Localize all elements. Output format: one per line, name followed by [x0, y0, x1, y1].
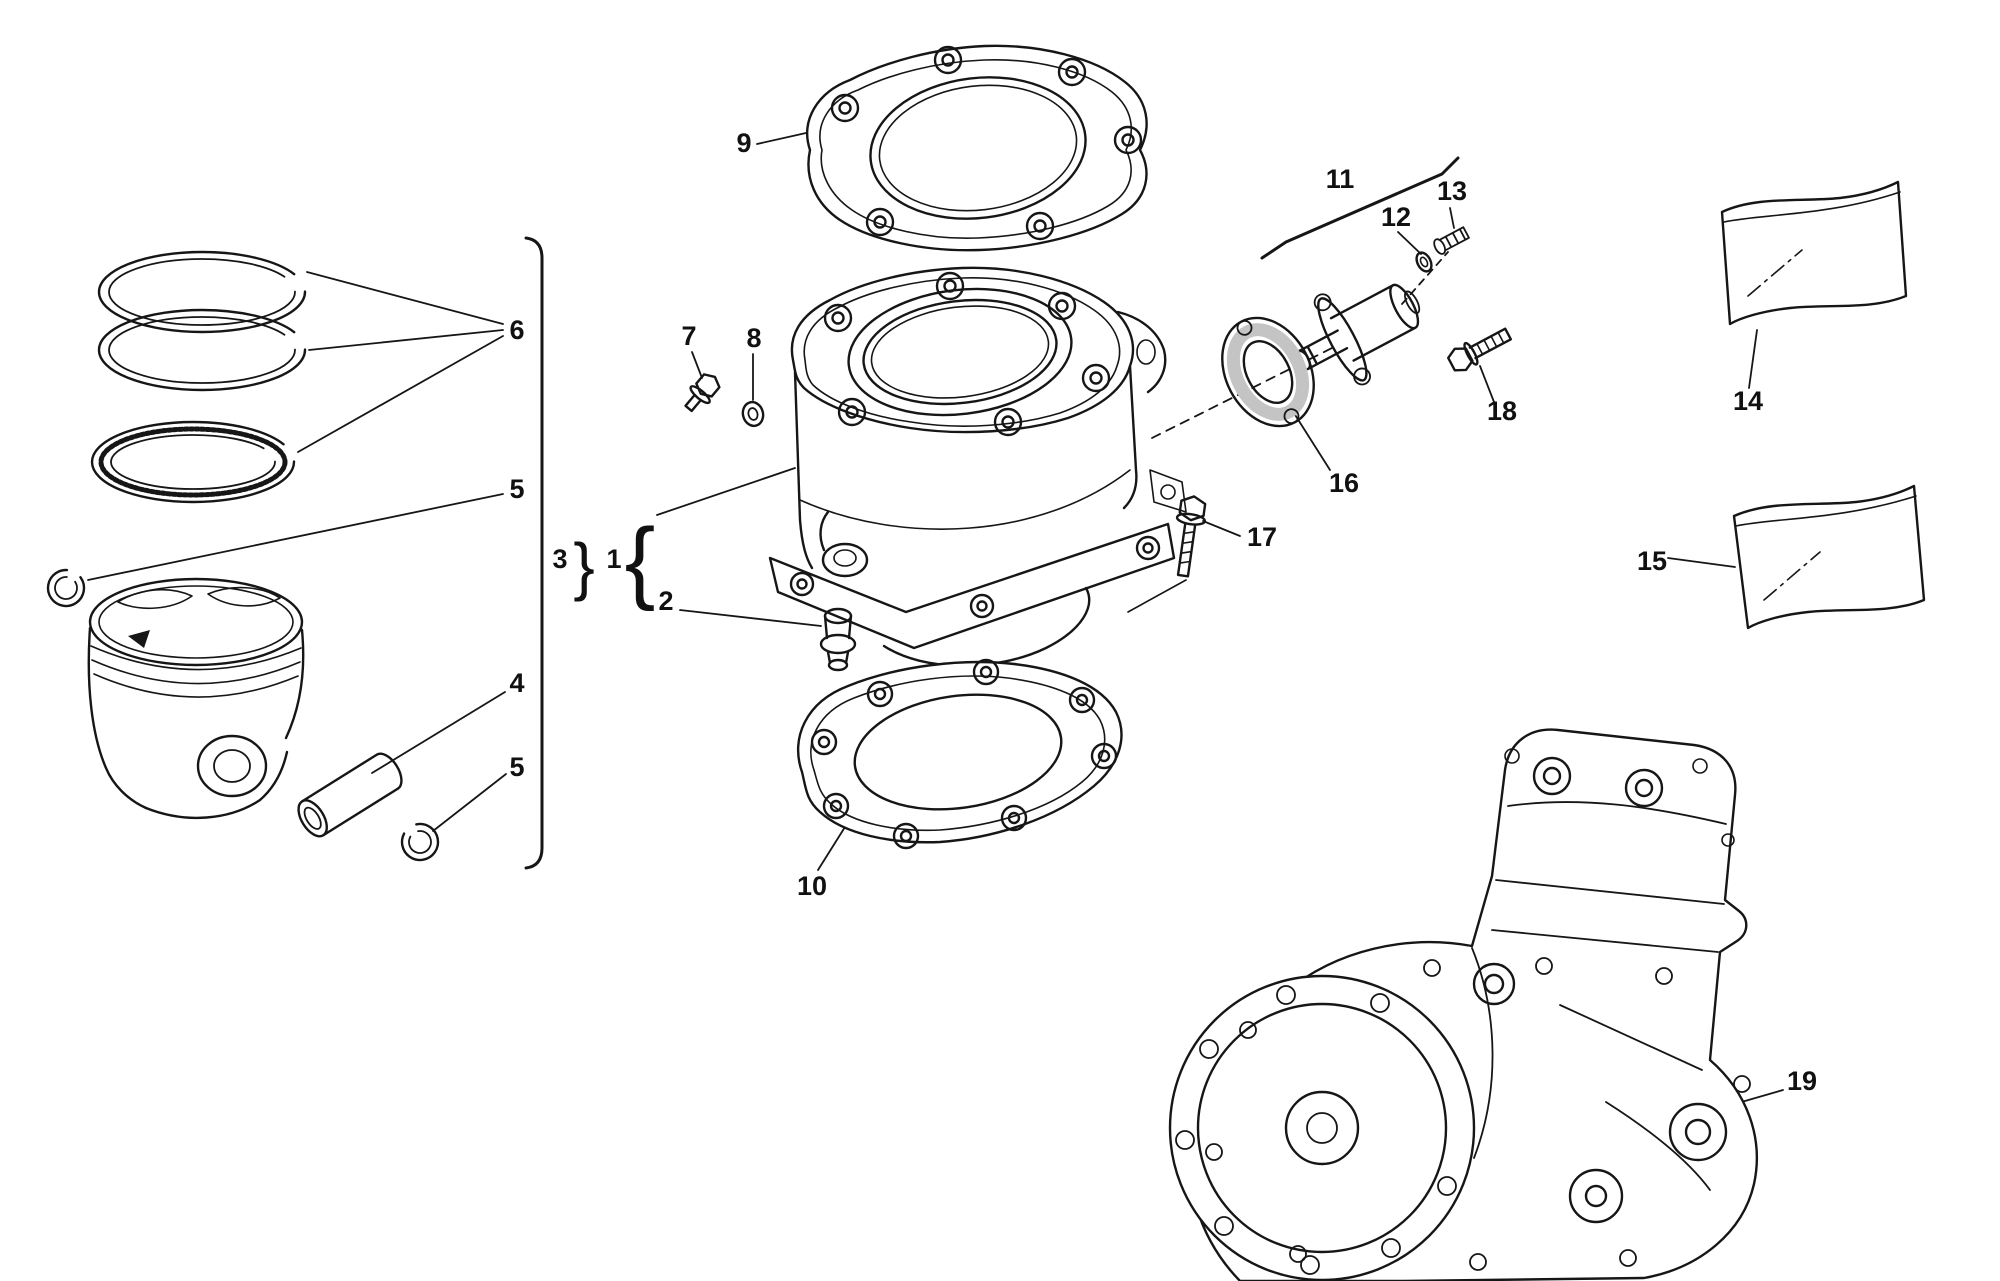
leader-2 [679, 609, 822, 627]
cam-chain-tunnel [1116, 310, 1167, 394]
callout-labels: 9 6 7 8 5 3 1 2 4 5 10 11 12 13 16 17 18… [509, 128, 1817, 1096]
part-label-11: 11 [1326, 164, 1355, 194]
cylinder-part [768, 266, 1187, 667]
part-label-2: 2 [658, 586, 673, 616]
leader-9 [756, 132, 807, 145]
part-label-9: 9 [736, 128, 751, 158]
piston-arrow [128, 630, 150, 648]
engine-bolts [1205, 957, 1751, 1271]
leader-15 [1667, 557, 1736, 568]
part-label-3: 3 [552, 544, 567, 574]
part-label-5-upper: 5 [509, 474, 524, 504]
leader-17 [1202, 520, 1241, 537]
bolt-18-part [1447, 327, 1513, 372]
piston-kit-bracket [524, 236, 544, 870]
pointer-17-hole [1127, 579, 1187, 613]
clutch-cover [1168, 974, 1476, 1281]
tensioner-gasket-part [1221, 316, 1315, 428]
leader-19 [1737, 1089, 1784, 1104]
part-label-14: 14 [1733, 386, 1763, 416]
part-label-8: 8 [746, 323, 761, 353]
part-label-5-lower: 5 [509, 752, 524, 782]
oil-ring [90, 420, 296, 504]
bolt-17-part [1175, 495, 1207, 578]
water-neck [819, 510, 830, 552]
part-label-1: 1 [606, 544, 621, 574]
engine-assembly-part [1168, 728, 1758, 1281]
leader-14 [1748, 329, 1758, 389]
piston-pin-part [297, 752, 403, 838]
part-label-7: 7 [681, 321, 696, 351]
gasket-sheet-14-part [1720, 180, 1908, 326]
leader-5a [87, 493, 504, 581]
head-gasket-part [806, 44, 1148, 252]
part-label-15: 15 [1637, 546, 1667, 576]
circlip-upper-part [46, 568, 86, 608]
tensioner-bracket-line [1260, 156, 1460, 260]
fitting-2-part [819, 607, 857, 672]
circlip-lower-part [400, 822, 440, 862]
leader-5b [432, 773, 507, 832]
leader-18 [1479, 365, 1495, 403]
leader-6 [297, 271, 504, 453]
piston-part [87, 577, 305, 820]
screw-13-part [1433, 226, 1470, 255]
gasket-sheet-15-part [1732, 484, 1926, 630]
leader-lines [87, 132, 1784, 1104]
cylinder-flange-holes [823, 271, 1111, 437]
leader-12 [1397, 231, 1422, 255]
cylinder-head-block [1491, 748, 1735, 953]
leader-13 [1449, 207, 1455, 229]
part-label-18: 18 [1487, 396, 1517, 426]
part-label-13: 13 [1437, 176, 1467, 206]
leader-4 [371, 691, 506, 774]
cylinder-assembly-brace: { [625, 510, 656, 612]
bolt-boss-17 [1149, 469, 1187, 513]
part-label-16: 16 [1329, 468, 1359, 498]
base-gasket-part [797, 658, 1123, 850]
chain-tensioner-part [1295, 283, 1421, 386]
part-label-17: 17 [1247, 522, 1277, 552]
washer-8-part [741, 400, 765, 428]
head-gasket-bolt-holes [830, 45, 1143, 241]
leader-7 [691, 351, 703, 379]
washer-12-part [1415, 251, 1433, 273]
bolt-7-part [684, 373, 721, 413]
cylinder-base-flange [768, 522, 1176, 667]
piston-kit-brace: } [573, 530, 594, 602]
part-label-19: 19 [1787, 1066, 1817, 1096]
part-label-10: 10 [797, 871, 827, 901]
base-gasket-holes [810, 658, 1118, 850]
piston-rings-part [90, 250, 307, 504]
part-label-4: 4 [509, 668, 524, 698]
part-label-6: 6 [509, 315, 524, 345]
axis-dashed-screw [1401, 251, 1449, 305]
leader-10 [817, 826, 846, 871]
part-label-12: 12 [1381, 202, 1411, 232]
leader-cylinder [656, 467, 796, 516]
